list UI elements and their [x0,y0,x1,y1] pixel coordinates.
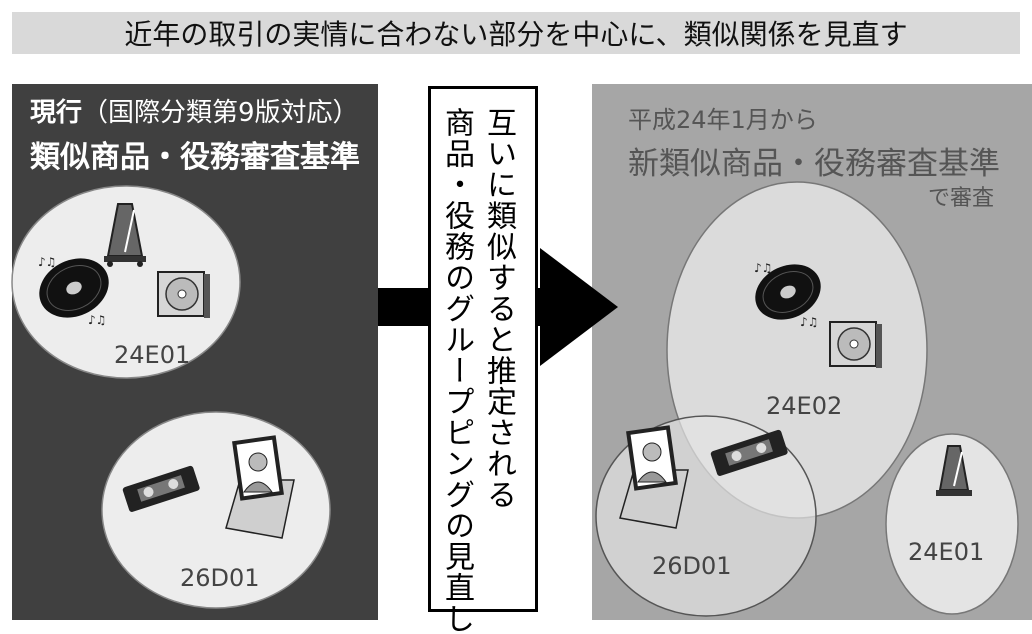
header-title: 近年の取引の実情に合わない部分を中心に、類似関係を見直す [124,18,908,51]
group-ellipse-24e01-current [11,185,241,379]
svg-text:♪♫: ♪♫ [754,261,772,275]
current-label: 現行 [30,98,83,128]
metronome-icon [936,445,972,496]
group-ellipse-24e01-new [885,433,1019,615]
header-banner: 近年の取引の実情に合わない部分を中心に、類似関係を見直す [12,12,1020,54]
group-code-26d01-new: 26D01 [652,552,732,580]
current-standard-title-line2: 類似商品・役務審査基準 [30,140,360,175]
svg-text:♪♫: ♪♫ [800,315,818,329]
new-standard-suffix: で審査 [928,186,995,211]
svg-text:♪♫: ♪♫ [88,313,106,327]
vinyl-record-icon: ♪♫ ♪♫ [38,255,109,327]
current-standard-title-line1: 現行（国際分類第9版対応） [30,92,359,129]
videotape-icon [710,429,788,476]
svg-text:♪♫: ♪♫ [38,255,56,269]
group-code-24e01-current: 24E01 [114,341,190,369]
cd-case-icon [829,321,882,368]
regrouping-note-box: 互いに類似すると推定される 商品・役務のグループピングの見直し [428,86,538,634]
videotape-icon [122,465,200,512]
regrouping-note-line1: 互いに類似すると推定される [481,107,516,510]
regrouping-note-line2: 商品・役務のグループピングの見直し [439,107,474,634]
metronome-icon [104,203,146,267]
cd-case-icon [157,271,210,318]
group-code-26d01-current: 26D01 [180,564,260,592]
new-standard-title: 新類似商品・役務審査基準 [628,146,1000,182]
group-code-24e01-new: 24E01 [908,538,984,566]
vinyl-record-icon: ♪♫ ♪♫ [754,261,821,329]
portrait-frame-icon [619,425,689,529]
current-edition-note: （国際分類第9版対応） [82,98,359,128]
portrait-frame-icon [225,435,295,539]
group-code-24e02-new: 24E02 [766,392,842,420]
new-standard-date: 平成24年1月から [628,106,818,134]
